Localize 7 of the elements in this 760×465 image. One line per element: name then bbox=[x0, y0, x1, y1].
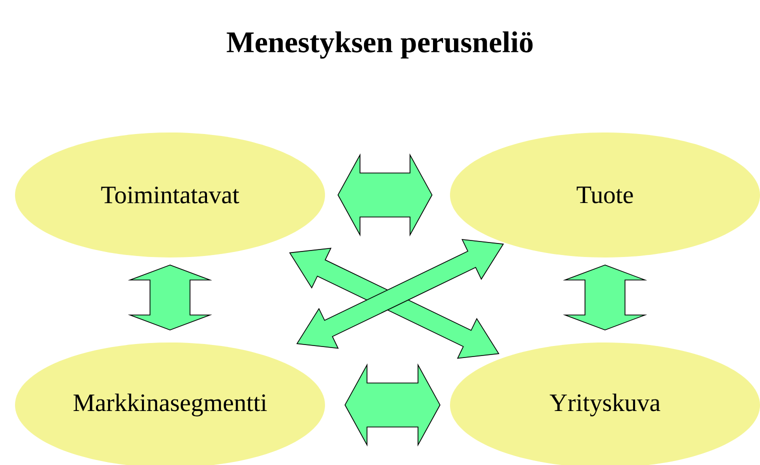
double-arrow bbox=[296, 239, 504, 349]
double-arrow bbox=[338, 153, 432, 237]
double-arrow bbox=[562, 264, 648, 330]
double-arrow bbox=[289, 248, 500, 359]
double-arrow bbox=[344, 363, 440, 447]
title: Menestyksen perusneliö bbox=[226, 31, 533, 59]
double-arrow bbox=[128, 264, 212, 330]
